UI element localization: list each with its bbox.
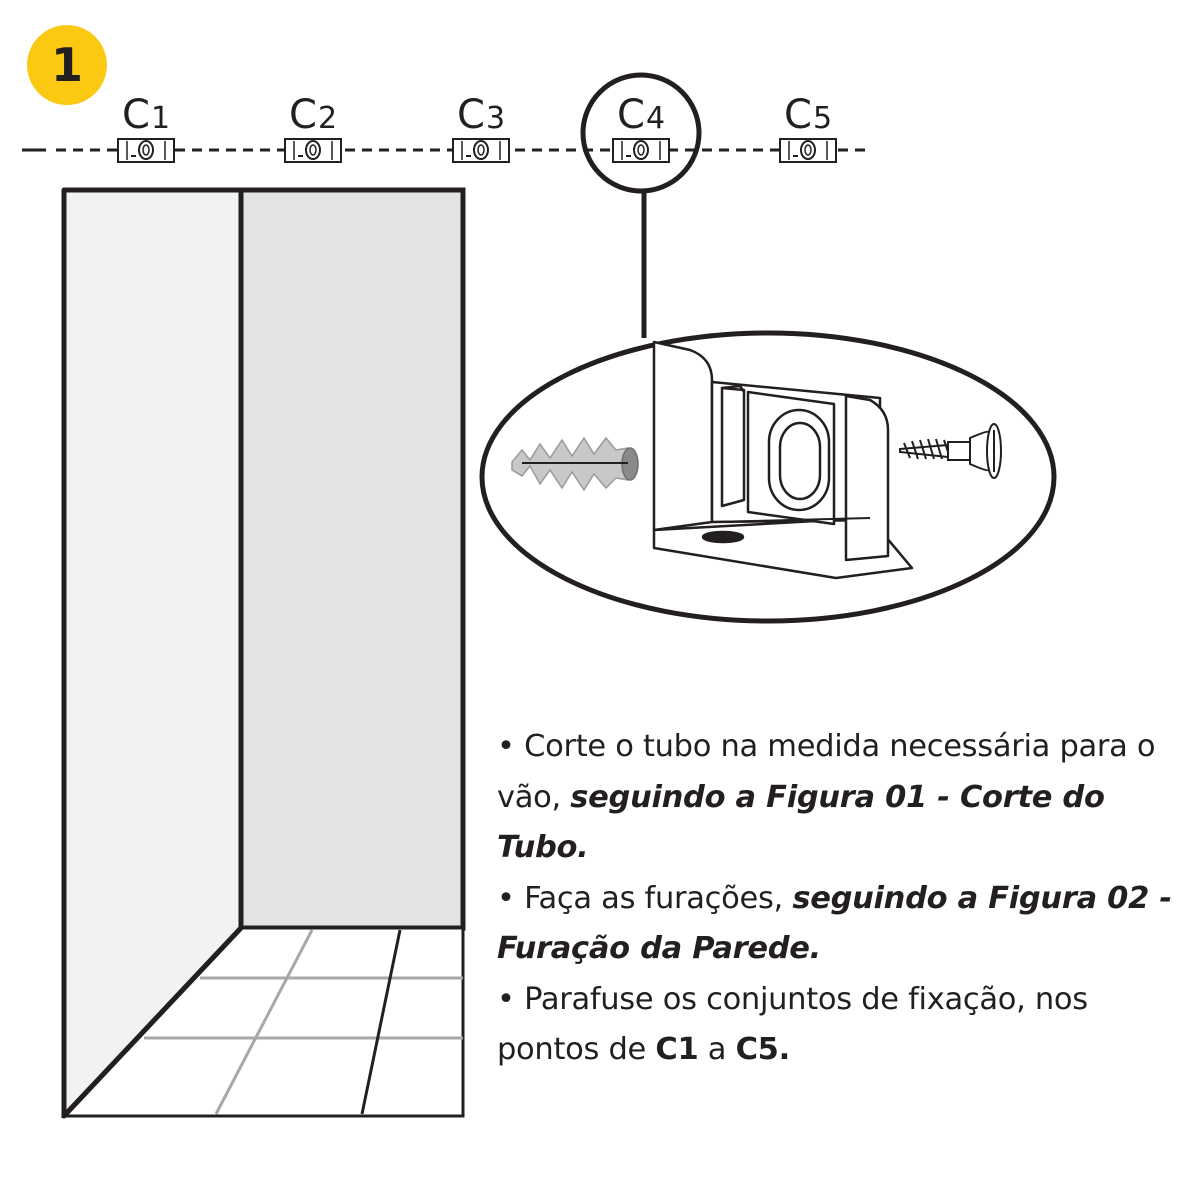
- wall-plug-icon: [511, 436, 639, 492]
- bullet: •: [497, 729, 515, 764]
- bullet: •: [497, 981, 515, 1017]
- screw-icon: [899, 423, 1002, 479]
- figure-reference: seguindo a Figura 01 - Corte do Tubo.: [497, 779, 1105, 866]
- clip-label: C3: [457, 92, 505, 138]
- instruction-text: Parafuse os conjuntos de fixação, nos po…: [497, 981, 1088, 1068]
- clip-marker-c3: C3: [452, 92, 510, 163]
- clip-marker-c1: C1: [117, 92, 175, 163]
- instructions-text: • Corte o tubo na medida necessária para…: [497, 722, 1187, 1076]
- clip-reference-start: C1: [655, 1032, 699, 1067]
- fixing-bracket-icon: [612, 138, 670, 163]
- clip-marker-c2: C2: [284, 92, 342, 163]
- fixing-bracket-icon: [652, 340, 914, 580]
- instruction-text: a: [698, 1032, 736, 1067]
- fixing-bracket-icon: [452, 138, 510, 163]
- clip-reference-end: C5.: [735, 1032, 791, 1067]
- clip-label: C5: [784, 92, 832, 138]
- fixing-bracket-icon: [779, 138, 837, 163]
- instruction-text: Faça as furações,: [514, 880, 793, 916]
- instruction-item-2: • Faça as furações, seguindo a Figura 02…: [497, 874, 1187, 975]
- bullet: •: [497, 880, 515, 916]
- clip-marker-c5: C5: [779, 92, 837, 163]
- clip-label: C2: [289, 92, 337, 138]
- clip-label: C4: [617, 92, 665, 138]
- clip-markers: C1 C2 C3 C4 C5: [117, 92, 837, 163]
- step-number-badge: 1: [27, 25, 107, 105]
- magnifier-circle-icon: [580, 72, 702, 338]
- fixing-bracket-icon: [117, 138, 175, 163]
- shower-enclosure-walls: [60, 187, 466, 1119]
- figure-reference: seguindo a Figura 02 - Furação da Parede…: [497, 880, 1172, 967]
- instruction-item-3: • Parafuse os conjuntos de fixação, nos …: [497, 975, 1187, 1076]
- instruction-text: Corte o tubo na medida necessária para o…: [497, 729, 1156, 815]
- instruction-item-1: • Corte o tubo na medida necessária para…: [497, 722, 1187, 874]
- clip-label: C1: [122, 92, 170, 138]
- step-number: 1: [50, 38, 83, 92]
- clip-marker-c4: C4: [612, 92, 670, 163]
- fixing-bracket-icon: [284, 138, 342, 163]
